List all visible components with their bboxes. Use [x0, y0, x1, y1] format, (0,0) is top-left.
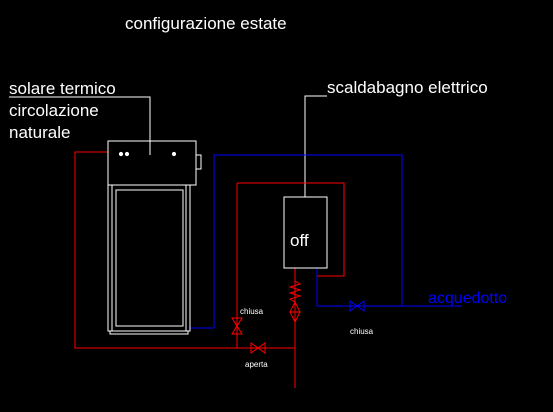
solar-tank — [107, 140, 197, 186]
heater-label: scaldabagno elettrico — [327, 78, 488, 97]
hot-water-piping — [74, 151, 345, 388]
diagram-title: configurazione estate — [125, 14, 287, 33]
solar-tank-marker — [171, 151, 177, 157]
relief-valve-icon — [288, 280, 302, 323]
solar-tank-marker — [118, 151, 124, 157]
heater-state: off — [290, 231, 309, 250]
electric-water-heater: off — [283, 196, 328, 269]
solar-panel-inner — [115, 189, 184, 327]
solar-panel-frame — [107, 184, 191, 332]
left-valve-icon — [231, 317, 243, 335]
heater-body — [283, 196, 328, 269]
solar-leader-line — [9, 96, 151, 155]
solar-collector — [107, 140, 202, 335]
bottom-valve-state: aperta — [245, 360, 268, 369]
solar-label-line1: solare termico — [9, 79, 116, 98]
solar-tank-marker — [124, 151, 130, 157]
solar-tank-fitting — [195, 154, 202, 170]
solar-panel-base — [109, 330, 189, 335]
solar-label-line2: circolazione — [9, 101, 99, 120]
right-valve-state: chiusa — [350, 327, 374, 336]
solar-label-line3: naturale — [9, 123, 70, 142]
mains-label: acquedotto — [428, 290, 507, 307]
cold-water-piping — [189, 154, 462, 329]
bottom-valve-icon — [250, 342, 266, 354]
right-valve-icon — [349, 300, 365, 312]
left-valve-state: chiusa — [240, 307, 264, 316]
heater-leader-line — [304, 95, 327, 197]
